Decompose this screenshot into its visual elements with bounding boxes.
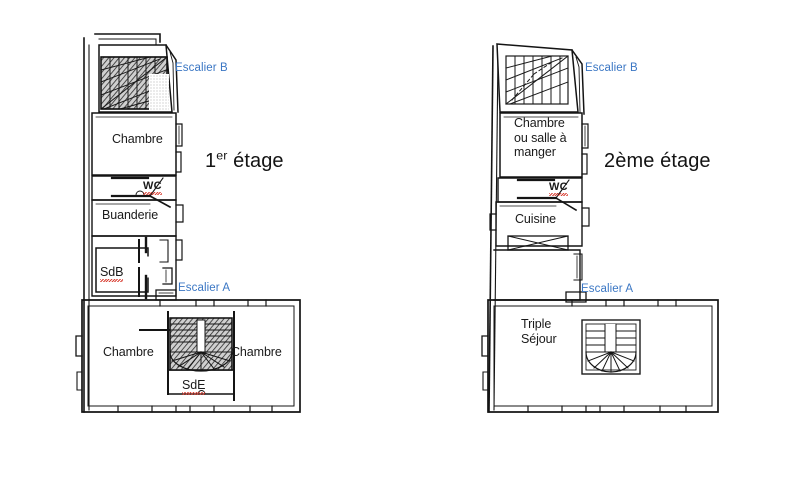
- floor-title-second-rest: ème étage: [615, 150, 711, 172]
- plan-second-floor-geometry: [481, 43, 719, 413]
- room-label-wc-second-floor: WC: [549, 181, 568, 197]
- floor-title-second-number: 2: [604, 150, 616, 172]
- room-label-chambre-sud-est-first-floor: Chambre: [231, 345, 282, 359]
- floor-title-first-ordinal: er: [216, 148, 228, 163]
- room-label-buanderie-first-floor: Buanderie: [102, 208, 159, 222]
- room-label-sdb-first-floor: SdB: [100, 265, 124, 282]
- room-label-triple-sejour-second-floor: Triple Séjour: [521, 317, 577, 346]
- annotation-escalier-b-first-floor: Escalier B: [175, 62, 228, 74]
- escalier-b-stair-first-floor: [100, 56, 169, 110]
- room-label-sde-first-floor: SdE: [182, 378, 206, 395]
- room-label-chambre-ou-salle-a-manger-second-floor: Chambre ou salle à manger: [514, 116, 576, 160]
- sde-text: SdE: [182, 378, 206, 395]
- escalier-b-stair-second-floor: [505, 55, 569, 105]
- chambre-line-3: manger: [514, 145, 556, 159]
- wc-text: WC: [143, 180, 162, 196]
- sdb-text: SdB: [100, 265, 124, 282]
- annotation-escalier-a-first-floor: Escalier A: [178, 282, 231, 294]
- sejour-line-2: Séjour: [521, 331, 557, 346]
- sejour-line-1: Triple: [521, 317, 552, 331]
- room-label-chambre-nord-first-floor: Chambre: [112, 132, 163, 146]
- wc-text: WC: [549, 181, 568, 197]
- plan-first-floor-geometry: [75, 33, 301, 413]
- chambre-line-2: ou salle à: [514, 130, 567, 145]
- room-label-cuisine-second-floor: Cuisine: [515, 212, 556, 226]
- floor-title-first-number: 1: [205, 150, 217, 172]
- floor-title-second: 2ème étage: [604, 150, 711, 172]
- escalier-a-stair-first-floor: [169, 317, 233, 372]
- annotation-escalier-a-second-floor: Escalier A: [581, 283, 634, 295]
- annotation-escalier-b-second-floor: Escalier B: [585, 62, 638, 74]
- floor-title-first-rest: étage: [227, 150, 284, 172]
- escalier-a-stair-second-floor: [581, 319, 641, 375]
- room-label-wc-first-floor: WC: [143, 180, 162, 196]
- chambre-line-1: Chambre: [514, 116, 565, 130]
- floor-title-first: 1er étage: [205, 148, 284, 172]
- room-label-chambre-sud-ouest-first-floor: Chambre: [103, 345, 154, 359]
